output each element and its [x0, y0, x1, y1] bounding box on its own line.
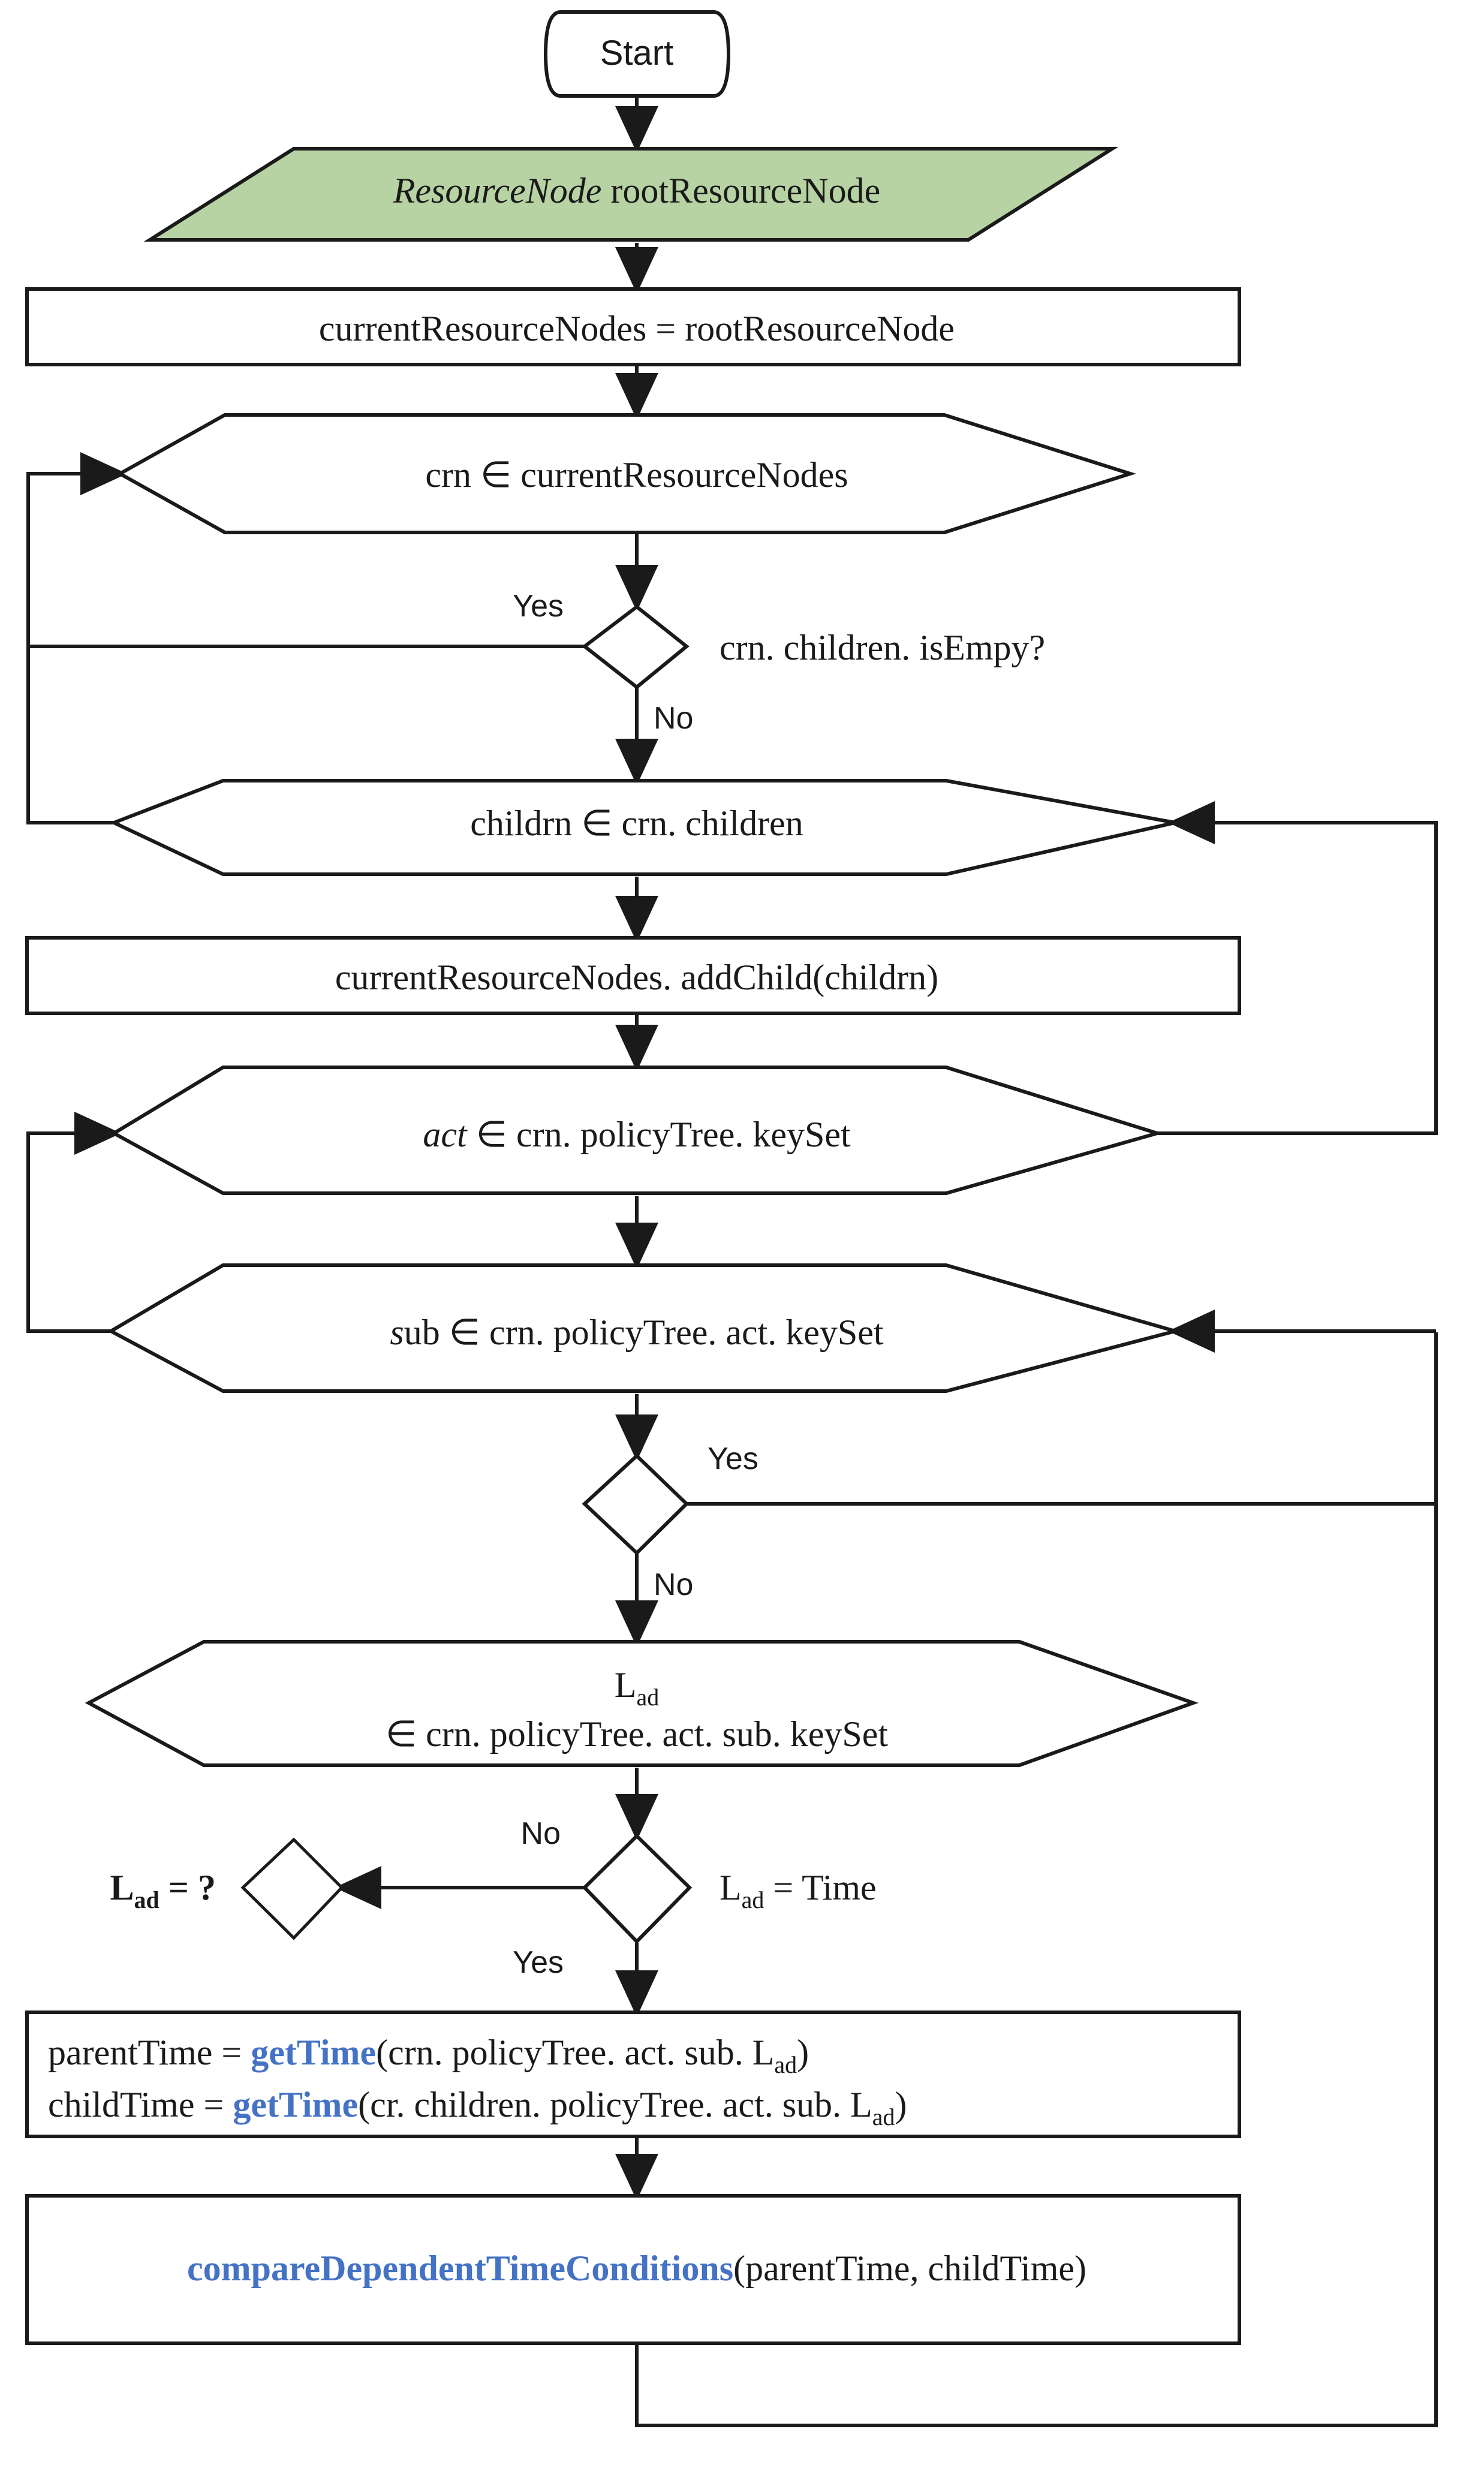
node-compare: compareDependentTimeConditions(parentTim… [25, 2194, 1241, 2345]
compare-fn: compareDependentTimeConditions [187, 2249, 733, 2288]
loop-crn-label: crn ∈ currentResourceNodes [425, 455, 848, 495]
node-start: Start [543, 10, 731, 98]
node-assign-current: currentResourceNodes = rootResourceNode [25, 287, 1241, 366]
edge-loopact-right-to-loopchildrn [1157, 801, 1438, 1135]
get-times-line1-argpre: (crn. policyTree. act. sub. L [376, 2033, 774, 2072]
loop-lad-L-sub: ad [636, 1684, 659, 1711]
node-dec-isempty: crn. children. isEmpy? Yes No [513, 589, 1045, 736]
node-add-child: currentResourceNodes. addChild(childrn) [25, 936, 1241, 1015]
loop-act-rest: ∈ crn. policyTree. keySet [467, 1115, 851, 1154]
loop-act-label: act ∈ crn. policyTree. keySet [423, 1115, 851, 1154]
node-input-root: ResourceNode rootResourceNode [143, 147, 1119, 242]
node-dec-lad-question: Lad = ? [110, 1837, 344, 1940]
get-times-line2-pre: childTime = [48, 2085, 233, 2124]
loop-sub-var: s [390, 1313, 404, 1352]
node-dec-lad-time: Lad = Time No Yes [513, 1816, 877, 1980]
dec-isempty-label: crn. children. isEmpy? [720, 628, 1045, 667]
node-loop-sub: sub ∈ crn. policyTree. act. keySet [107, 1263, 1182, 1393]
input-root-var: rootResourceNode [601, 171, 880, 210]
dec-lad-q-sub: ad [134, 1886, 159, 1913]
edge-label-ladtime-yes: Yes [513, 1945, 564, 1980]
edge-label-blank-yes: Yes [708, 1441, 758, 1476]
edge-loopact-left-rail [26, 1131, 114, 1333]
edge-compare-to-right-rail [635, 1505, 1438, 2427]
dec-lad-time-L: L [720, 1868, 742, 1907]
get-times-line2-argpost: ) [895, 2085, 907, 2124]
loop-lad-line1: Lad [615, 1665, 659, 1711]
get-times-line2: childTime = getTime(cr. children. policy… [48, 2085, 907, 2130]
assign-current-label: currentResourceNodes = rootResourceNode [319, 309, 955, 348]
compare-label: compareDependentTimeConditions(parentTim… [187, 2249, 1086, 2288]
start-label: Start [600, 34, 674, 73]
loop-lad-line2: ∈ crn. policyTree. act. sub. keySet [386, 1714, 889, 1754]
edge-decblank-yes-rail [687, 1332, 1438, 1506]
edge-isempty-yes-loopback [26, 452, 585, 648]
add-child-label: currentResourceNodes. addChild(childrn) [335, 958, 938, 997]
node-loop-crn: crn ∈ currentResourceNodes [116, 413, 1136, 534]
get-times-line1: parentTime = getTime(crn. policyTree. ac… [48, 2033, 809, 2078]
dec-lad-q-L: L [110, 1868, 134, 1907]
get-times-line1-argsub: ad [774, 2051, 797, 2078]
get-times-line2-argsub: ad [872, 2103, 895, 2130]
get-times-line1-fn: getTime [251, 2033, 376, 2072]
loop-sub-rest: ub ∈ crn. policyTree. act. keySet [404, 1313, 884, 1352]
loop-act-var: act [423, 1115, 468, 1154]
edge-label-isempty-yes: Yes [513, 589, 564, 624]
loop-childrn-label: childrn ∈ crn. children [470, 803, 803, 843]
dec-lad-q-rest: = ? [159, 1868, 216, 1907]
node-loop-lad: Lad ∈ crn. policyTree. act. sub. keySet [85, 1640, 1199, 1767]
dec-lad-time-label: Lad = Time [720, 1868, 877, 1913]
edge-label-isempty-no: No [654, 701, 693, 736]
input-root-type: ResourceNode [393, 171, 602, 210]
get-times-line2-fn: getTime [233, 2085, 358, 2124]
dec-lad-time-rest: = Time [764, 1868, 876, 1907]
node-loop-childrn: childrn ∈ crn. children [109, 779, 1176, 876]
node-loop-act: act ∈ crn. policyTree. keySet [110, 1066, 1164, 1195]
dec-lad-time-sub: ad [742, 1886, 764, 1913]
loop-sub-label: sub ∈ crn. policyTree. act. keySet [390, 1313, 884, 1352]
edge-loopchildrn-left-rail [26, 648, 114, 824]
get-times-line1-argpost: ) [797, 2033, 809, 2072]
loop-lad-L: L [615, 1665, 637, 1705]
compare-args: (parentTime, childTime) [733, 2249, 1086, 2288]
dec-lad-question-label: Lad = ? [110, 1868, 216, 1913]
input-root-label: ResourceNode rootResourceNode [393, 171, 881, 210]
node-get-times: parentTime = getTime(crn. policyTree. ac… [25, 2011, 1241, 2138]
edge-label-ladtime-no: No [521, 1816, 561, 1851]
edge-label-blank-no: No [654, 1567, 693, 1602]
node-dec-blank: Yes No [582, 1441, 758, 1602]
get-times-line2-argpre: (cr. children. policyTree. act. sub. L [358, 2085, 872, 2124]
get-times-line1-pre: parentTime = [48, 2033, 251, 2072]
